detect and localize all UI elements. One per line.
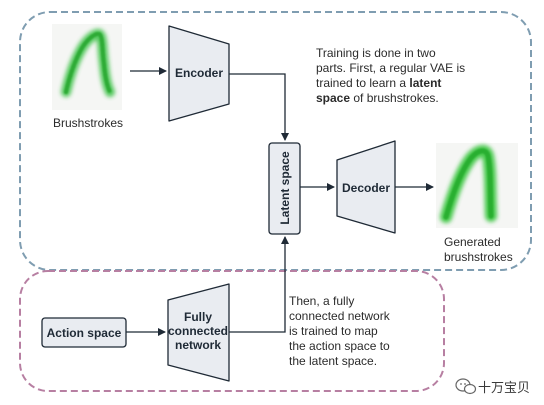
arrow-network-to-latent (229, 236, 289, 333)
generated-brushstroke-image (436, 143, 518, 228)
wechat-icon (455, 378, 477, 395)
mapping-stage-box (19, 270, 445, 392)
training-note-line2-run1: parts. First, a regular VAE is (316, 61, 465, 75)
decoder-label: Decoder (342, 181, 390, 195)
training-note-line4-run2: of brushstrokes. (350, 91, 439, 105)
training-note-line3-run2: latent (409, 76, 441, 90)
encoder-block (168, 25, 230, 122)
training-note-line4-run1: space (316, 91, 350, 105)
mapping-note-line1: Then, a fully (289, 294, 354, 308)
fully-connected-network-block (167, 283, 230, 382)
generated-caption-line1: Generated (444, 235, 501, 249)
decoder-block (336, 140, 396, 234)
mapping-note-line5: the latent space. (289, 354, 377, 368)
watermark-text: 十万宝贝 (478, 380, 530, 395)
brushstroke-input-image (52, 24, 122, 110)
generated-caption-line2: brushstrokes (444, 250, 513, 264)
training-note-line3-run1: trained to learn a (316, 76, 409, 90)
fully-connected-label-line2: connected (168, 324, 228, 338)
action-space-label: Action space (47, 326, 122, 340)
mapping-note-line4: the action space to (289, 339, 390, 353)
mapping-note-line3: is trained to map (289, 324, 378, 338)
latent-space-label: Latent space (278, 151, 292, 225)
arrow-encoder-to-latent (229, 73, 289, 141)
vae-stage-box (19, 11, 532, 271)
encoder-label: Encoder (175, 66, 223, 80)
latent-space-block (268, 142, 301, 235)
brushstrokes-caption: Brushstrokes (53, 116, 123, 130)
training-note-line1-run1: Training is done in two (316, 46, 436, 60)
mapping-note-line2: connected network (289, 309, 391, 323)
watermark: 十万宝贝 (455, 378, 530, 395)
fully-connected-label-line3: network (175, 338, 221, 352)
fully-connected-label-line1: Fully (184, 310, 212, 324)
mapping-note: Then, a fully connected network is train… (289, 294, 391, 368)
